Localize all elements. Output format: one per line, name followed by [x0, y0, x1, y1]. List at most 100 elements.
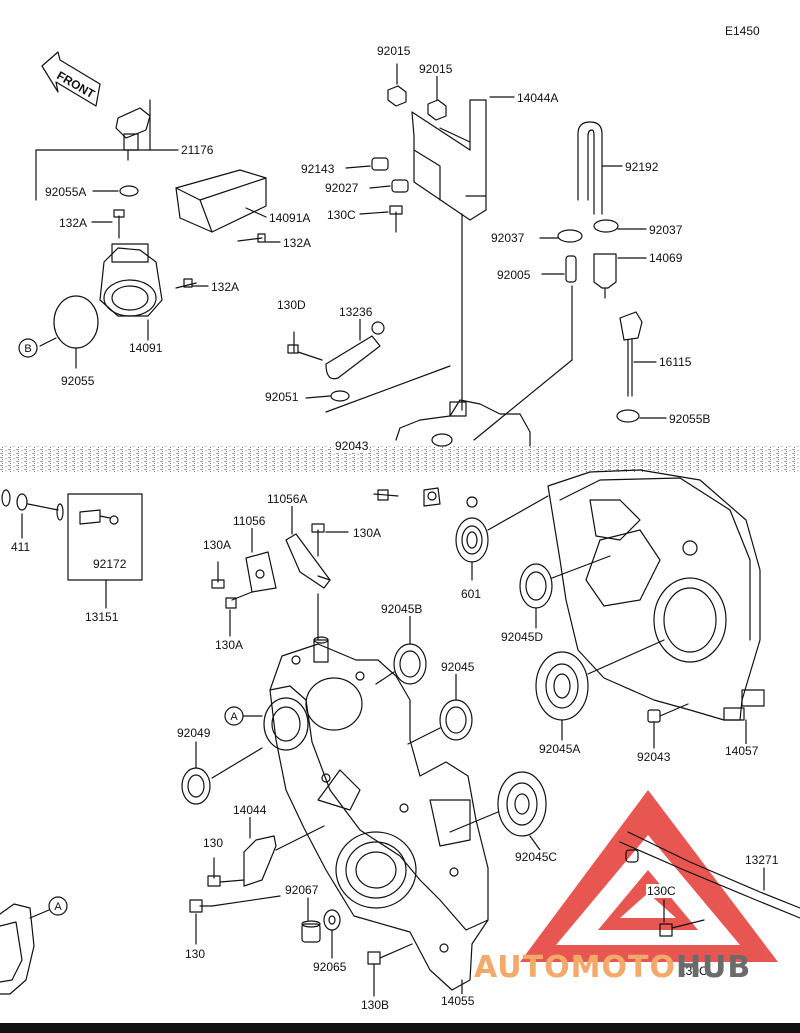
o-ring-92055 [53, 295, 99, 349]
part-label[interactable]: 130C [326, 208, 357, 222]
bolt-130C-top [389, 205, 403, 233]
crankcase-upper [395, 399, 531, 447]
part-label[interactable]: 130C [646, 884, 677, 898]
part-label[interactable]: 14091 [128, 341, 164, 355]
part-label[interactable]: 92045 [440, 660, 476, 674]
part-label[interactable]: 11056 [232, 514, 267, 528]
bottom-edge-bar [0, 1023, 800, 1033]
part-label[interactable]: 92045B [380, 602, 424, 616]
callout-B-text: B [24, 343, 31, 355]
diagram-code: E1450 [724, 24, 761, 38]
part-label[interactable]: 130A [202, 538, 233, 552]
seal-92049 [181, 767, 211, 805]
lever-13236 [325, 321, 385, 380]
part-label[interactable]: 130A [214, 638, 245, 652]
housing-14091 [99, 243, 163, 317]
part-label[interactable]: 92043 [334, 439, 370, 453]
dipstick-16115 [619, 311, 643, 397]
bolt-132A-2 [237, 233, 266, 243]
bearing-92045 [439, 699, 473, 741]
part-label[interactable]: 92065 [312, 960, 348, 974]
watermark-part2: HUB [675, 950, 752, 985]
part-label[interactable]: 130B [360, 998, 391, 1012]
bolt-130A-2 [225, 591, 253, 609]
bolt-132A-3 [175, 278, 197, 289]
part-label[interactable]: 92015 [418, 62, 454, 76]
part-label[interactable]: 92067 [284, 883, 320, 897]
bearing-92045A [535, 651, 589, 721]
part-label[interactable]: 92055B [668, 412, 712, 426]
plug-92067 [301, 920, 321, 943]
part-label[interactable]: 92055 [60, 374, 96, 388]
part-label[interactable]: 11056A [266, 492, 309, 506]
fitting-near-601 [423, 487, 441, 507]
part-label[interactable]: 92051 [264, 390, 300, 404]
part-label[interactable]: 92043 [636, 750, 672, 764]
part-label[interactable]: 13236 [338, 305, 374, 319]
part-label[interactable]: 130D [276, 298, 307, 312]
bolt-130A-1 [211, 561, 225, 589]
nut-92015-1 [387, 85, 407, 107]
washer-411 [1, 489, 64, 521]
collar-92027 [391, 179, 409, 193]
part-label[interactable]: 14057 [724, 744, 760, 758]
part-label[interactable]: 132A [210, 280, 241, 294]
part-label[interactable]: 14044 [232, 803, 268, 817]
clamp-92037-left [557, 229, 583, 243]
part-label[interactable]: 92192 [624, 160, 660, 174]
o-ring-92055B [616, 409, 640, 423]
front-arrow [41, 51, 101, 107]
part-label[interactable]: 92037 [490, 231, 526, 245]
part-label[interactable]: 13151 [84, 610, 120, 624]
watermark-part1: AUTOMOTO [474, 950, 676, 985]
part-label[interactable]: 14069 [648, 251, 684, 265]
collar-92143 [371, 157, 389, 171]
part-label[interactable]: 130A [352, 526, 383, 540]
part-label[interactable]: 132A [58, 216, 89, 230]
part-label[interactable]: 14044A [516, 91, 560, 105]
part-label[interactable]: 92015 [376, 44, 412, 58]
filter-14069 [593, 253, 617, 299]
part-label[interactable]: 92049 [176, 726, 212, 740]
part-label[interactable]: 411 [10, 540, 32, 554]
bolt-130B [367, 943, 413, 965]
bracket-14044A [411, 99, 487, 221]
drawing-break-band [0, 446, 800, 472]
cover-14091A [175, 169, 267, 233]
part-label[interactable]: 92055A [44, 185, 88, 199]
part-label[interactable]: 92005 [496, 268, 532, 282]
part-label[interactable]: 92037 [648, 223, 684, 237]
washer-92051 [330, 390, 350, 402]
watermark-text: AUTOMOTOHUB [474, 950, 751, 985]
part-label[interactable]: 130 [184, 947, 207, 961]
part-label[interactable]: 16115 [658, 355, 693, 369]
part-label[interactable]: 92143 [300, 162, 336, 176]
part-label[interactable]: 92172 [92, 557, 128, 571]
bracket-14044 [243, 835, 277, 887]
crankcase-14055 [263, 636, 489, 991]
bracket-11056 [245, 551, 277, 593]
part-label[interactable]: 130 [202, 836, 225, 850]
bolt-130C-lower [659, 919, 705, 937]
part-label[interactable]: 601 [460, 587, 483, 601]
part-label[interactable]: 92027 [324, 181, 360, 195]
clamp-92037-right [593, 219, 619, 233]
bolt-132A-1 [113, 209, 125, 239]
part-label[interactable]: 92045D [500, 630, 545, 644]
bearing-92045B [393, 643, 427, 685]
part-label[interactable]: 92045A [538, 742, 582, 756]
bearing-92045D [519, 563, 553, 609]
pin-92043-right [647, 709, 661, 723]
part-label[interactable]: 13271 [744, 853, 780, 867]
nut-92015-2 [427, 99, 447, 121]
crankcase-cover-14057 [547, 469, 765, 721]
part-label[interactable]: 21176 [180, 143, 215, 157]
part-label[interactable]: 14091A [268, 211, 312, 225]
bracket-11056A [285, 533, 331, 589]
part-label[interactable]: 130C [678, 964, 709, 978]
part-label[interactable]: 14055 [440, 994, 476, 1008]
part-label[interactable]: 132A [282, 236, 313, 250]
part-label[interactable]: 92045C [514, 850, 559, 864]
